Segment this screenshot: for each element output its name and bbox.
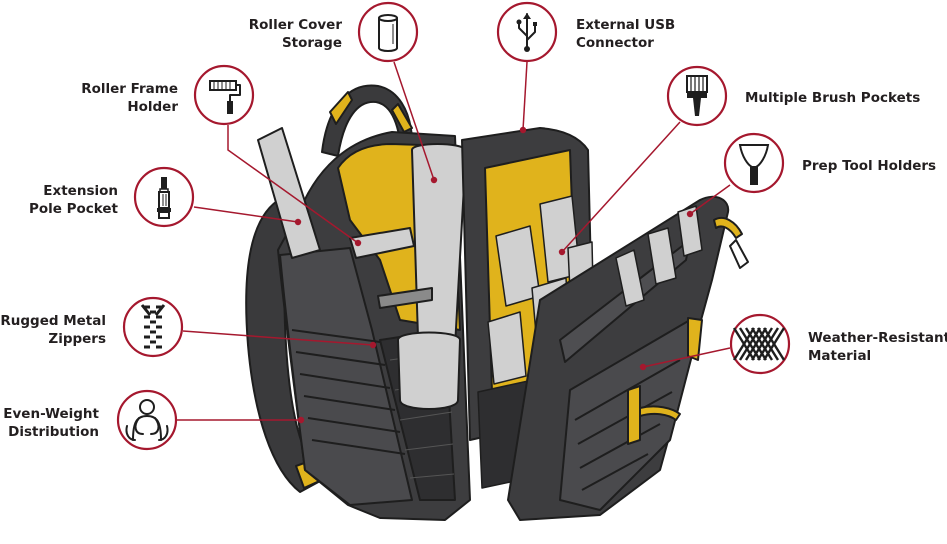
label-prep-tool-holders: Prep Tool Holders xyxy=(802,158,937,174)
roller-frame xyxy=(349,227,415,259)
leader-dot xyxy=(686,210,694,218)
callout-icons xyxy=(116,1,791,451)
handle-webbing xyxy=(329,91,353,125)
leader-line xyxy=(689,184,731,215)
label-multiple-brush-pockets: Multiple Brush Pockets xyxy=(745,90,921,106)
leader-line xyxy=(182,330,374,346)
putty-knife xyxy=(677,205,703,257)
brush xyxy=(487,311,527,385)
paintbrush-icon xyxy=(666,65,728,127)
leader-lines xyxy=(177,61,731,424)
usb-icon xyxy=(496,1,558,63)
extension-pole-icon xyxy=(133,166,195,228)
leader-line xyxy=(227,125,359,244)
paint-roller-icon xyxy=(193,64,255,126)
woven-fabric-icon xyxy=(729,313,791,375)
leader-dot xyxy=(519,126,527,134)
leader-dot xyxy=(639,363,647,371)
leader-dot xyxy=(294,218,302,226)
leader-dot xyxy=(430,176,438,184)
putty-knife xyxy=(647,227,677,285)
leader-line xyxy=(193,206,299,223)
prep-tools xyxy=(615,205,703,307)
backpack-illustration xyxy=(245,84,749,521)
zipper-icon xyxy=(122,296,184,358)
leader-dot xyxy=(369,341,377,349)
zipper-pull xyxy=(713,216,743,239)
leader-dot xyxy=(558,248,566,256)
leader-dot xyxy=(297,416,305,424)
leader-line xyxy=(561,121,681,253)
compression-straps xyxy=(291,329,406,455)
roller-cover-icon xyxy=(357,1,419,63)
person-backpack-icon xyxy=(116,389,178,451)
leader-line xyxy=(522,61,528,131)
roller-cover-bottom xyxy=(397,331,461,410)
leader-line xyxy=(642,347,731,368)
leader-line xyxy=(393,61,435,181)
leader-dot xyxy=(354,239,362,247)
zipper-pull xyxy=(627,385,641,445)
putty-knife xyxy=(615,249,645,307)
putty-knife-icon xyxy=(723,132,785,194)
